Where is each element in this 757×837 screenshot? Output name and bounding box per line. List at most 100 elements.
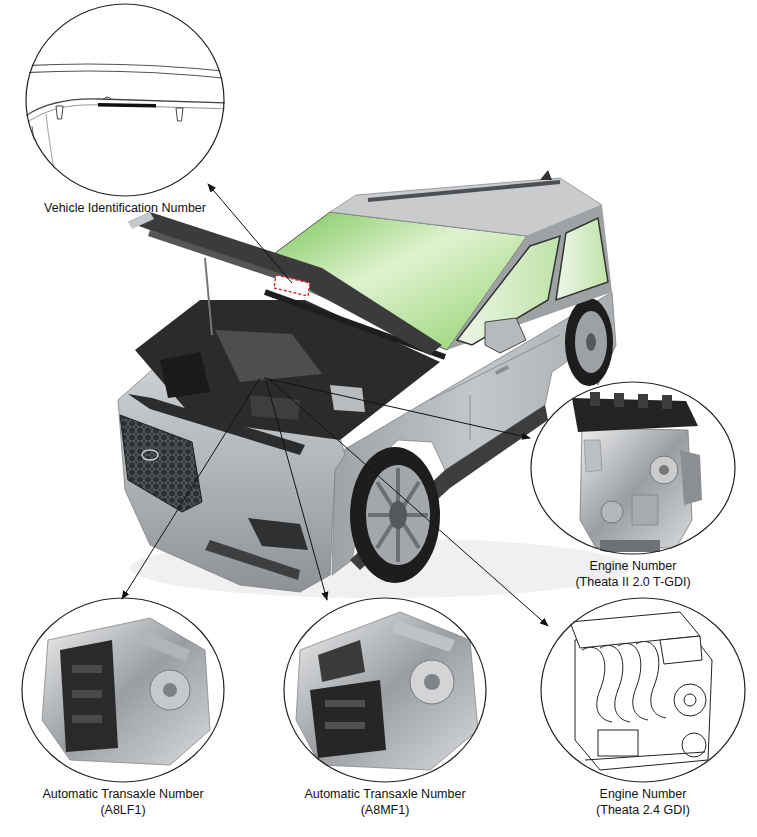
car-illustration [575,311,607,373]
transaxle-inset [42,618,210,765]
car-illustration [366,465,430,565]
engine-inset [636,642,666,718]
engine-inset [680,450,702,505]
engine-inset [614,393,624,407]
inset-circle: Vehicle Identification Number [25,3,225,197]
vin-inset [103,97,112,100]
engine-inset [660,636,702,664]
circle-outline [21,597,225,783]
engine-inset [662,395,672,409]
car-illustration [205,540,300,580]
transaxle-inset [310,680,386,758]
leader-arrows [122,378,260,599]
vin-inset [20,99,232,120]
engine-inset [540,597,746,783]
engine-inset [590,392,600,406]
car-illustration [565,298,613,386]
car-illustration [250,395,300,420]
transaxle-inset [163,683,177,697]
car-illustration [586,333,596,351]
transaxle-inset [72,665,102,673]
vin-inset [176,108,183,121]
part-label: Engine Number (Theata II 2.0 T-GDI) [570,558,696,590]
car-illustration [368,468,428,562]
car-illustration [330,385,365,412]
engine-inset [650,456,678,484]
transaxle-inset [410,660,454,704]
engine-inset [601,501,623,523]
engine-inset [575,632,712,770]
transaxle-inset [150,670,190,710]
car-illustration [160,352,210,398]
transaxle-inset [296,612,478,770]
car-illustration [120,415,202,512]
engine-inset [580,428,692,548]
transaxle-inset [325,700,365,707]
car-illustration [128,212,442,355]
engine-inset [632,495,658,525]
transaxle-inset [392,620,455,652]
car-illustration [350,405,548,570]
transaxle-inset [325,722,365,729]
circle-outline [284,598,486,782]
part-label: Engine Number (Theata 2.4 GDI) [580,786,706,818]
part-label: Vehicle Identification Number [20,200,230,216]
vin-inset [20,3,232,205]
car-illustration [368,182,560,200]
car-illustration [118,170,630,598]
engine-inset [638,394,648,408]
transaxle-inset [283,597,487,783]
engine-inset [598,730,638,756]
transaxle-inset [60,640,118,752]
circle-outline [541,598,745,782]
car-illustration [142,450,158,460]
circle-outline [531,382,735,554]
transaxle-inset [138,630,190,662]
part-label: Automatic Transaxle Number (A8LF1) [32,786,214,818]
car-illustration [470,395,471,440]
car-illustration [205,258,212,335]
inset-circle: Engine Number (Theata II 2.0 T-GDI) [530,381,736,555]
vin-inset [20,71,232,79]
leader-arrows [122,184,548,626]
vin-inset [22,105,232,126]
leader-arrows [270,380,548,626]
transaxle-inset [21,597,225,783]
car-illustration [556,218,608,300]
car-illustration [495,365,509,375]
car-illustration [248,518,308,550]
circle-outline [26,4,224,196]
car-illustration [485,318,526,353]
engine-inset [584,440,602,472]
engine-inset [674,684,706,716]
circle-outline [283,597,487,783]
car-illustration [389,501,407,529]
transaxle-inset [72,690,102,698]
circle-outline [22,598,224,782]
transaxle-inset [318,640,365,682]
engine-inset [540,597,746,783]
inset-circle: Automatic Transaxle Number (A8MF1) [283,597,487,783]
engine-inset [530,381,736,555]
car-illustration [540,170,552,180]
circle-outline [530,381,736,555]
transaxle-inset [21,597,225,783]
vin-inset [20,64,232,72]
car-illustration [447,205,612,350]
car-illustration [215,330,322,382]
vin-inset [56,106,63,119]
vin-inset [98,103,156,108]
transaxle-inset [72,715,102,723]
inset-circle: Automatic Transaxle Number (A8LF1) [21,597,225,783]
car-illustration [274,275,310,296]
part-label: Automatic Transaxle Number (A8MF1) [294,786,476,818]
circle-outline [25,3,225,197]
leader-arrows [208,184,292,283]
inset-circle: Engine Number (Theata 2.4 GDI) [540,597,746,783]
leader-arrows [266,380,327,600]
engine-inset [684,694,696,706]
circle-outline [540,597,746,783]
leader-arrows [264,378,530,438]
